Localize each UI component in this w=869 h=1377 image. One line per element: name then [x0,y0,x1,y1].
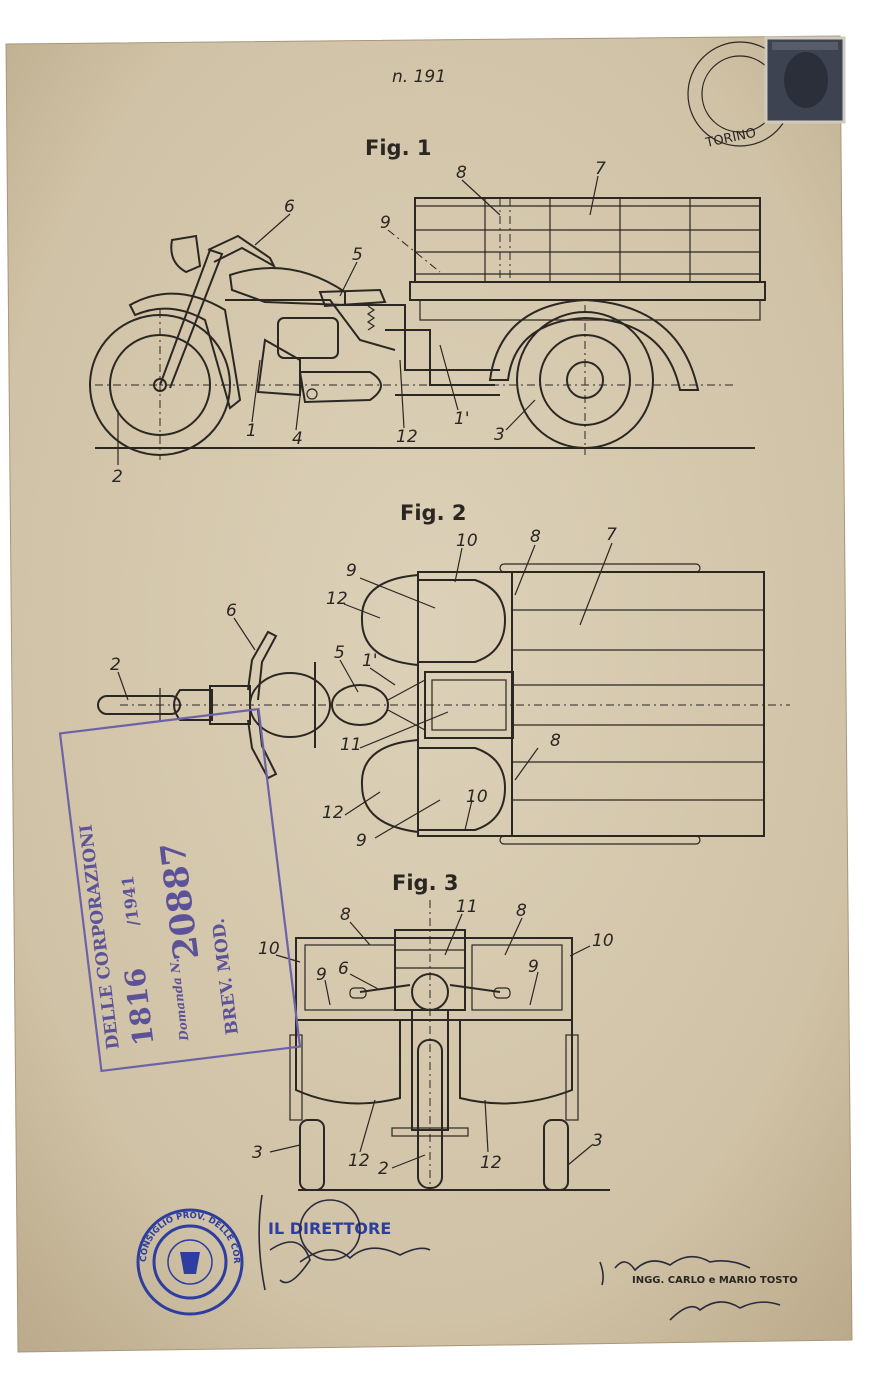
fig3-callouts: 8 11 8 10 10 9 6 9 3 12 2 12 3 [252,897,614,1179]
fig1-title: Fig. 1 [365,136,431,160]
applicant-signatures [599,1255,781,1321]
svg-text:5: 5 [334,643,345,663]
svg-text:6: 6 [284,197,295,217]
paper-sheet [5,35,853,1353]
revenue-stamp [764,36,846,124]
svg-text:11: 11 [456,897,478,917]
svg-text:5: 5 [352,245,363,265]
svg-text:2: 2 [110,655,121,675]
svg-text:8: 8 [456,163,467,183]
svg-text:12: 12 [326,589,348,609]
svg-text:1': 1' [454,409,470,429]
svg-text:1: 1 [246,421,257,441]
svg-text:3: 3 [252,1143,263,1163]
svg-text:2: 2 [112,467,123,487]
svg-text:12: 12 [480,1153,502,1173]
svg-text:9: 9 [528,957,539,977]
svg-text:12: 12 [396,427,418,447]
fig3-front-view [269,900,610,1191]
director-label: IL DIRETTORE [268,1219,391,1238]
svg-text:9: 9 [316,965,327,985]
svg-text:1': 1' [362,651,378,671]
page-number-note: n. 191 [392,67,446,87]
svg-text:2: 2 [378,1159,389,1179]
svg-text:3: 3 [592,1131,603,1151]
svg-text:12: 12 [322,803,344,823]
svg-text:8: 8 [530,527,541,547]
applicant-stamp: INGG. CARLO e MARIO TOSTO [632,1275,798,1286]
svg-text:9: 9 [346,561,357,581]
svg-text:3: 3 [494,425,505,445]
svg-text:7: 7 [606,525,617,545]
fig3-title: Fig. 3 [392,871,458,895]
svg-text:4: 4 [292,429,303,449]
fig2-callouts: 10 8 7 9 12 6 5 1' 2 11 8 12 10 9 [110,525,617,851]
svg-text:7: 7 [595,159,606,179]
svg-text:9: 9 [356,831,367,851]
svg-text:6: 6 [338,959,349,979]
fig2-title: Fig. 2 [400,501,466,525]
svg-text:11: 11 [340,735,362,755]
svg-text:8: 8 [516,901,527,921]
fig2-top-view [97,542,790,845]
svg-text:12: 12 [348,1151,370,1171]
svg-text:10: 10 [592,931,614,951]
fig1-callouts: 8 7 6 9 5 1 4 12 1' 3 2 [112,159,606,487]
svg-text:10: 10 [258,939,280,959]
fig1-side-view [89,175,766,465]
svg-text:10: 10 [466,787,488,807]
svg-text:10: 10 [456,531,478,551]
svg-text:8: 8 [340,905,351,925]
svg-text:8: 8 [550,731,561,751]
svg-text:9: 9 [380,213,391,233]
svg-text:6: 6 [226,601,237,621]
director-signature [258,1194,431,1291]
